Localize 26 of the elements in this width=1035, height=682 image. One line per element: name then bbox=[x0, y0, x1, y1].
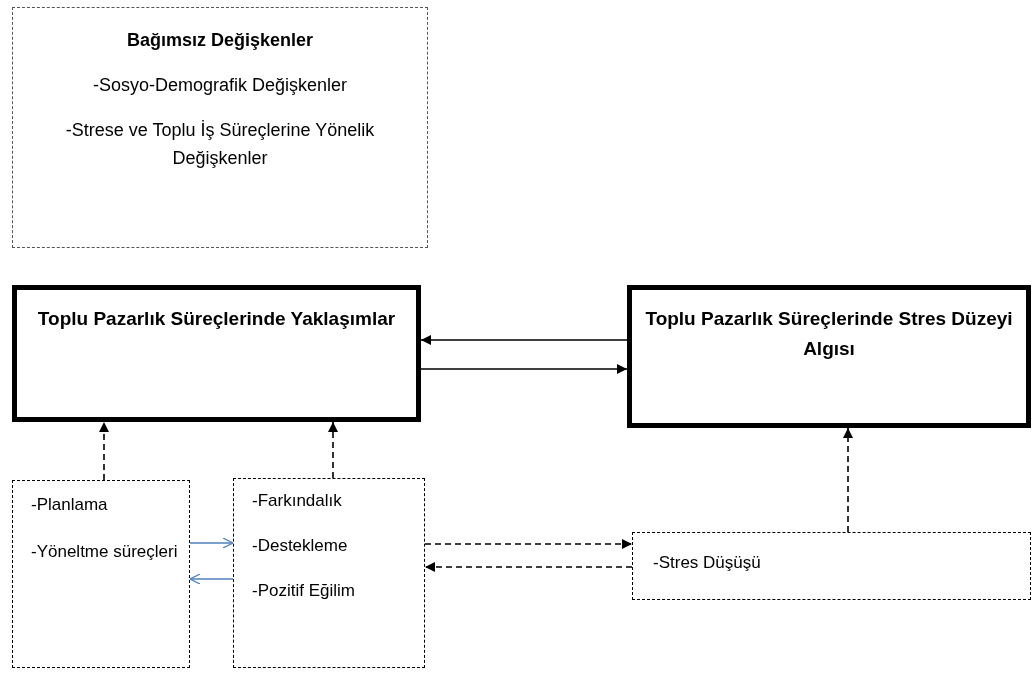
box-heading: Bağımsız Değişkenler bbox=[126, 29, 314, 52]
arrow bbox=[424, 562, 633, 572]
arrow bbox=[189, 537, 234, 549]
box-text: -Farkındalık bbox=[252, 490, 342, 512]
concept-box bbox=[627, 285, 1031, 428]
variable-box bbox=[12, 480, 190, 668]
arrow bbox=[189, 573, 234, 585]
variable-box bbox=[632, 532, 1031, 600]
arrow bbox=[843, 427, 853, 533]
box-heading: Toplu Pazarlık Süreçlerinde Stres Düzeyi Algısı bbox=[644, 307, 1014, 362]
variable-box bbox=[233, 478, 425, 668]
box-text: -Yöneltme süreçleri bbox=[31, 541, 178, 564]
arrow bbox=[420, 335, 628, 345]
box-text: -Stres Düşüşü bbox=[653, 552, 761, 574]
variable-box bbox=[12, 7, 428, 248]
box-text: -Planlama bbox=[31, 494, 108, 516]
concept-box bbox=[12, 285, 421, 422]
box-text: -Sosyo-Demografik Değişkenler bbox=[92, 73, 348, 97]
arrow bbox=[328, 421, 338, 479]
arrow bbox=[99, 421, 109, 481]
arrow bbox=[424, 539, 633, 549]
box-heading: Toplu Pazarlık Süreçlerinde Yaklaşımlar bbox=[37, 307, 396, 331]
arrow bbox=[420, 364, 628, 374]
box-text: -Strese ve Toplu İş Süreçlerine Yönelik Değişkenler bbox=[64, 118, 376, 171]
box-text: -Pozitif Eğilim bbox=[252, 580, 355, 603]
box-text: -Destekleme bbox=[252, 535, 348, 558]
